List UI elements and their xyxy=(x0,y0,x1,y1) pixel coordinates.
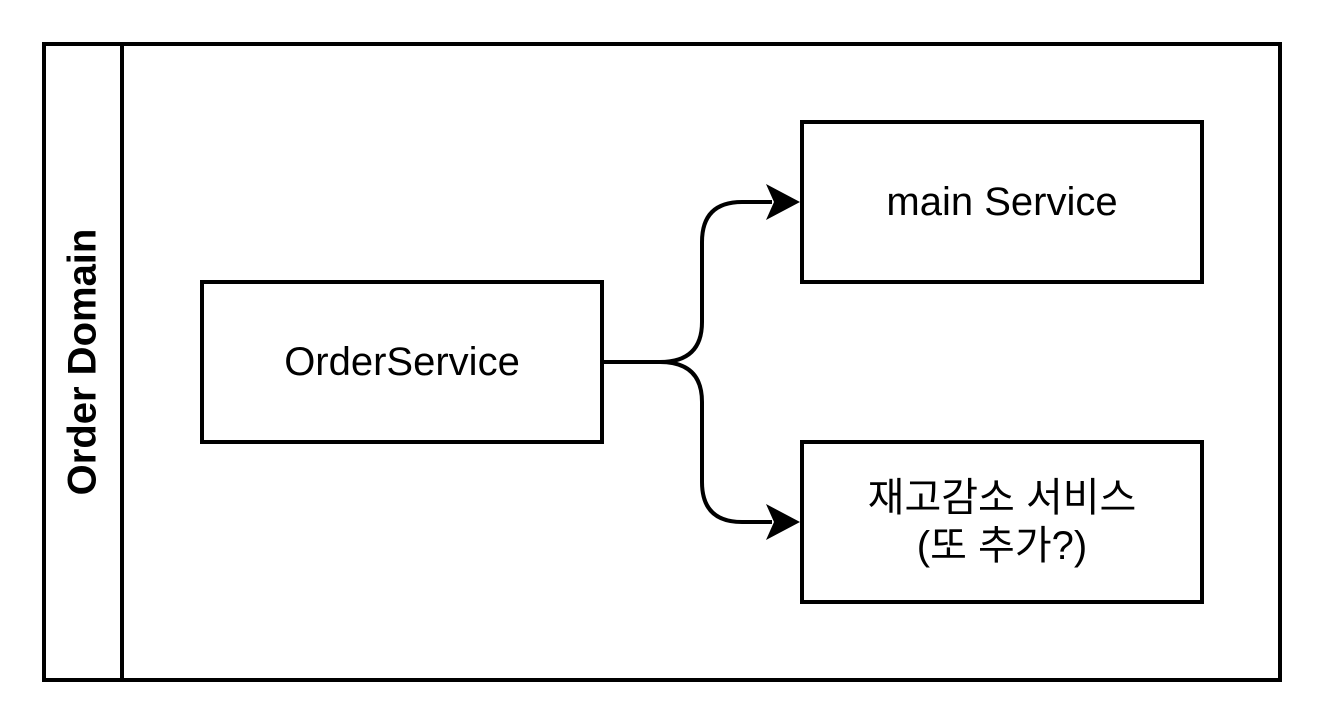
arrowhead-main xyxy=(766,184,800,220)
arrowhead-stock xyxy=(766,504,800,540)
edge-order-to-main xyxy=(602,200,772,364)
order-service-node[interactable]: OrderService xyxy=(200,280,604,444)
main-service-label: main Service xyxy=(886,180,1118,224)
edge-order-to-stock xyxy=(659,360,772,524)
stock-service-label-line2: (또 추가?) xyxy=(916,524,1088,568)
main-service-node[interactable]: main Service xyxy=(800,120,1204,284)
stock-reduction-service-node[interactable]: 재고감소 서비스 (또 추가?) xyxy=(800,440,1204,604)
pool-header: Order Domain xyxy=(46,46,124,678)
stock-service-label-line1: 재고감소 서비스 xyxy=(867,476,1137,520)
order-domain-pool: Order Domain xyxy=(42,42,1282,682)
order-service-label: OrderService xyxy=(284,340,520,384)
